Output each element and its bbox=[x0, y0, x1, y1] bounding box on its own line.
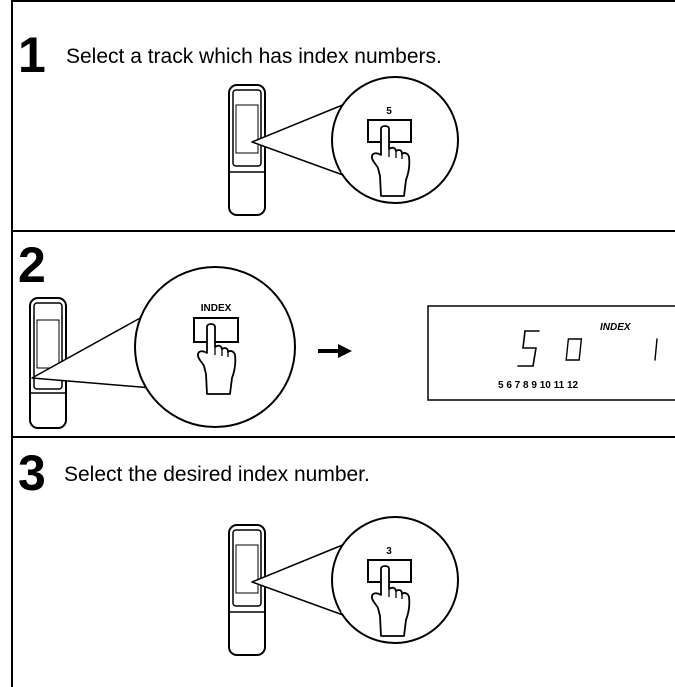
arrow-right-icon bbox=[318, 344, 352, 358]
index-button[interactable] bbox=[193, 317, 239, 343]
index-digits bbox=[565, 338, 658, 361]
frame-top-border bbox=[11, 0, 675, 2]
step-3-instruction: Select the desired index number. bbox=[64, 463, 370, 486]
step-divider bbox=[11, 436, 675, 438]
pressing-finger-icon bbox=[370, 565, 411, 637]
remote-control-icon bbox=[29, 297, 67, 429]
index-button-label: INDEX bbox=[201, 303, 232, 314]
step-3-number: 3 bbox=[18, 445, 46, 501]
pressing-finger-icon bbox=[196, 323, 237, 395]
frame-left-border bbox=[11, 0, 13, 687]
pressing-finger-icon bbox=[370, 125, 411, 197]
remote-control-icon bbox=[228, 524, 266, 656]
track-digit-5 bbox=[517, 330, 540, 367]
display-track-list: 5 6 7 8 9 10 11 12 bbox=[498, 380, 579, 391]
display-index-label: INDEX bbox=[600, 322, 632, 333]
step-1-instruction: Select a track which has index numbers. bbox=[66, 45, 442, 68]
step-divider bbox=[11, 230, 675, 232]
display-panel: INDEX 5 6 7 8 9 10 11 12 bbox=[427, 305, 675, 401]
step-2-number: 2 bbox=[18, 237, 46, 293]
step-1-number: 1 bbox=[18, 27, 46, 83]
button-3-label: 3 bbox=[386, 546, 392, 557]
button-5-label: 5 bbox=[386, 106, 392, 117]
